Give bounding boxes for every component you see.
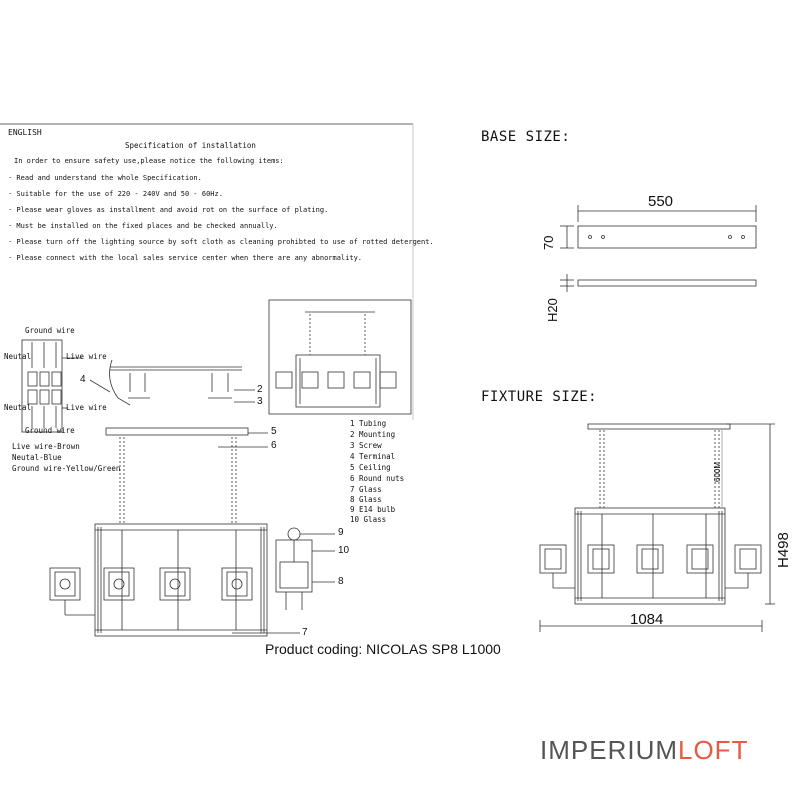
spec-item: · Read and understand the whole Specific…: [8, 174, 202, 182]
spec-intro: In order to ensure safety use,please not…: [14, 157, 284, 165]
live-wire-label-bottom: Live wire: [66, 403, 107, 412]
logo-part-imperium: IMPERIUM: [540, 735, 678, 765]
callout-7: 7: [302, 627, 308, 638]
fixture-canopy: [587, 423, 731, 430]
callout-6: 6: [271, 440, 277, 451]
base-plate-top: [577, 225, 757, 249]
spec-item: · Please connect with the local sales se…: [8, 254, 363, 262]
legend-item: 2 Mounting: [350, 430, 396, 439]
ground-wire-label: Ground wire: [25, 326, 75, 335]
legend-item: 6 Round nuts: [350, 474, 405, 483]
callout-3: 3: [257, 396, 263, 407]
legend-item: 4 Terminal: [350, 452, 396, 461]
live-wire-label: Live wire: [66, 352, 107, 361]
callout-4: 4: [80, 374, 86, 385]
logo-part-loft: LOFT: [678, 735, 749, 765]
spec-item: · Please turn off the lighting source by…: [8, 238, 434, 246]
brand-logo: IMPERIUMLOFT: [540, 735, 748, 766]
neutral-label: Neutal: [4, 352, 32, 361]
callout-9: 9: [338, 527, 344, 538]
spec-language: ENGLISH: [8, 128, 42, 137]
legend-item: 5 Ceiling: [350, 463, 391, 472]
spec-item: · Suitable for the use of 220 - 240V and…: [8, 190, 223, 198]
spec-item: · Must be installed on the fixed places …: [8, 222, 278, 230]
chain-length-dim: 600M: [713, 461, 722, 482]
legend-item: 1 Tubing: [350, 419, 387, 428]
wire-color-ground: Ground wire-Yellow/Green: [12, 464, 121, 473]
ground-wire-label-bottom: Ground wire: [25, 426, 75, 435]
base-height-dim: H20: [545, 298, 560, 322]
fixture-size-header: FIXTURE SIZE:: [481, 389, 598, 405]
callout-2: 2: [257, 384, 263, 395]
callout-10: 10: [338, 545, 350, 556]
base-depth-dim: 70: [541, 235, 556, 250]
legend-item: 7 Glass: [350, 485, 382, 494]
base-size-header: BASE SIZE:: [481, 129, 571, 145]
neutral-label-bottom: Neutal: [4, 403, 32, 412]
fixture-width-dim: 1084: [630, 611, 664, 628]
spec-title: Specification of installation: [125, 141, 256, 150]
legend-item: 9 E14 bulb: [350, 505, 396, 514]
base-plate-side: [577, 279, 757, 287]
callout-8: 8: [338, 576, 344, 587]
spec-item: · Please wear gloves as installment and …: [8, 206, 329, 214]
legend-item: 8 Glass: [350, 495, 382, 504]
wire-color-live: Live wire-Brown: [12, 442, 80, 451]
legend-item: 3 Screw: [350, 441, 382, 450]
product-coding: Product coding: NICOLAS SP8 L1000: [265, 641, 501, 657]
callout-5: 5: [271, 426, 277, 437]
fixture-height-dim: H498: [775, 532, 792, 568]
wire-color-neutral: Neutal-Blue: [12, 453, 62, 462]
legend-item: 10 Glass: [350, 515, 387, 524]
base-width-dim: 550: [648, 193, 674, 210]
terminal-block: [21, 339, 63, 433]
